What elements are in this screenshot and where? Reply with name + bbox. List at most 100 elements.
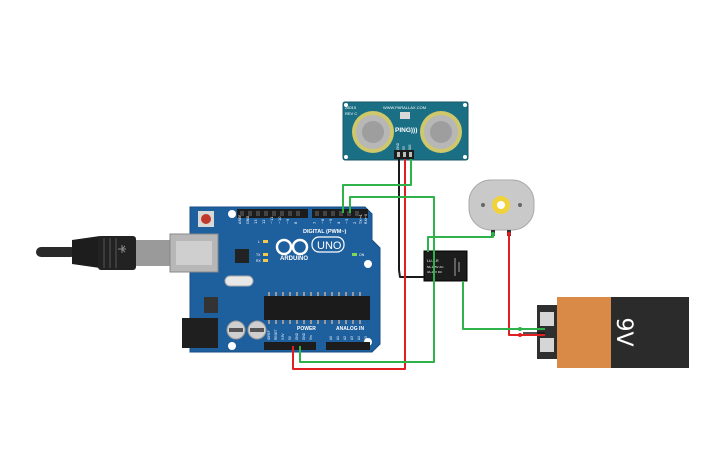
- arduino-brand-text: ARDUINO: [280, 256, 308, 262]
- wire-endpoints: [491, 232, 522, 337]
- arduino-uno-board: AREF GND 13 12 ~11 ~10 ~9 8 7 ~6 ~5 4 ~3…: [169, 206, 381, 353]
- ping-revision: REV C: [345, 111, 357, 116]
- relay-rating: 5A-125V AC: [427, 265, 444, 269]
- pin-label: 4: [337, 221, 341, 224]
- pin-label: RESET: [274, 329, 278, 340]
- ping-header-pins: [397, 152, 412, 157]
- atmega-chip: [264, 296, 370, 320]
- pin-label: RX←0: [364, 213, 368, 224]
- pin-label: GND: [246, 216, 250, 224]
- digital-header-pins: [240, 211, 359, 216]
- battery-wrap-orange: [557, 297, 611, 368]
- pin-label: ~6: [321, 218, 325, 224]
- analog-header: [326, 342, 370, 350]
- usb-plug-body: [98, 236, 136, 270]
- arduino-power-jack: [182, 318, 218, 348]
- usb-plug-metal: [136, 240, 170, 266]
- battery-terminal-negative: [540, 338, 554, 352]
- pin-label: A4: [357, 336, 361, 340]
- pin-label: 12: [262, 219, 266, 224]
- mounting-hole: [228, 210, 236, 218]
- usb-cable-wire: [36, 247, 76, 257]
- mounting-hole: [228, 342, 236, 350]
- pin-label: GND: [302, 332, 306, 340]
- usb-strain-relief: [72, 236, 100, 268]
- pin-label: 5V: [402, 145, 406, 150]
- ping-transducer-left: [352, 111, 394, 153]
- relay-model: LU-5-R: [427, 259, 439, 263]
- wire-sensor-gnd: [398, 159, 424, 278]
- wire-motor-to-battery: [508, 234, 545, 336]
- relay-rating: 3A-24V DC: [427, 270, 443, 274]
- pin-label: AREF: [238, 215, 242, 224]
- ping-url: WWW.PARALLAX.COM: [383, 105, 426, 110]
- wire-sensor-signal: [342, 159, 412, 213]
- led-rx: [263, 259, 268, 262]
- pin-label: ~9: [286, 218, 290, 224]
- arduino-logo-ring-left: [275, 238, 293, 256]
- wire-sensor-5v: [292, 159, 406, 370]
- pin-label: Vin: [309, 335, 313, 340]
- led-label: L: [258, 240, 260, 244]
- relay-body: [423, 250, 468, 282]
- wire-relay-to-motor: [427, 234, 494, 252]
- ping-pin-labels: GND 5V SIG: [396, 142, 412, 150]
- led-label: TX: [256, 253, 261, 257]
- uno-badge: [311, 236, 345, 253]
- battery-terminal-positive: [540, 312, 554, 326]
- battery-9v: 9V: [537, 297, 689, 368]
- transducer-mesh: [430, 121, 452, 143]
- arduino-logo-ring-right: [291, 238, 309, 256]
- analog-header-label: ANALOG IN: [336, 326, 364, 332]
- pin-label: IOREF: [267, 330, 271, 340]
- digital-header-label: DIGITAL (PWM~): [303, 229, 347, 235]
- status-leds: L TX RX ON: [256, 240, 365, 263]
- led-on-label: ON: [359, 253, 365, 257]
- led-l: [263, 240, 268, 243]
- ping-brand: PING))): [395, 127, 417, 134]
- digital-pin-labels: AREF GND 13 12 ~11 ~10 ~9 8 7 ~6 ~5 4 ~3…: [238, 213, 368, 225]
- ping-led: [400, 112, 410, 119]
- analog-pin-labels: A0 A1 A2 A3 A4 A5: [329, 336, 368, 340]
- pin-label: ~5: [329, 219, 333, 224]
- pin-label: 2: [353, 222, 357, 224]
- battery-wrap-black: [611, 297, 689, 368]
- crystal: [224, 275, 254, 287]
- pin-label: ~10: [278, 216, 282, 224]
- pin-label: GND: [396, 142, 400, 150]
- wire-relay-to-gnd: [299, 196, 435, 363]
- pin-label: A3: [350, 336, 354, 340]
- pin-label: A1: [336, 336, 340, 340]
- pin-label: 5V: [288, 335, 292, 340]
- battery-label: 9V: [611, 317, 636, 346]
- power-header-label: POWER: [297, 326, 316, 332]
- pin-label: A2: [343, 336, 347, 340]
- usb-plug-grip: [103, 238, 117, 268]
- ping-transducer-right: [420, 111, 462, 153]
- pin-label: ~3: [345, 219, 349, 224]
- dc-motor: [468, 179, 535, 236]
- power-pin-labels: IOREF RESET 3.3V 5V GND GND Vin: [267, 329, 313, 340]
- ping-ultrasonic-sensor: 28015 REV C WWW.PARALLAX.COM PING))) GND…: [342, 101, 469, 161]
- led-label: RX: [256, 259, 262, 263]
- mounting-hole: [364, 260, 372, 268]
- arduino-logo: ARDUINO UNO: [275, 236, 345, 262]
- wire-relay-to-battery: [462, 281, 545, 330]
- transducer-mesh: [362, 121, 384, 143]
- uno-model-text: UNO: [317, 240, 342, 252]
- relay: LU-5-R 5A-125V AC 3A-24V DC: [423, 250, 468, 282]
- pin-label: 3.3V: [281, 333, 285, 340]
- led-tx: [263, 253, 268, 256]
- wires: [292, 159, 545, 370]
- pin-label: GND: [295, 332, 299, 340]
- pin-label: ~11: [270, 216, 274, 224]
- pin-label: 8: [294, 221, 298, 224]
- led-on: [352, 253, 357, 256]
- usb-chip: [235, 249, 249, 263]
- capacitors: [226, 320, 267, 340]
- power-header: [264, 342, 316, 350]
- pin-label: A5: [364, 336, 368, 340]
- pin-label: TX→1: [359, 214, 363, 225]
- atmega-pins: [268, 292, 361, 324]
